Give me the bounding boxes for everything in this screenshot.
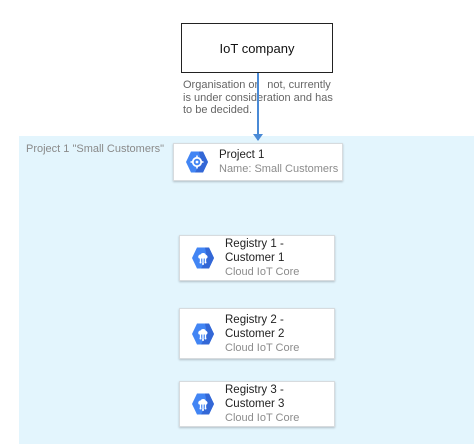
registry-1-title: Registry 1 - Customer 1: [225, 238, 285, 264]
gcp-project-icon: [186, 151, 208, 173]
note-line3: to be decided.: [183, 104, 253, 116]
cloud-iot-core-icon: [192, 323, 214, 344]
project-area-title: Project 1 "Small Customers": [26, 143, 165, 155]
project-card-subtitle: Name: Small Customers: [219, 163, 339, 175]
arrowhead-icon: [253, 134, 263, 141]
cloud-iot-core-icon: [192, 247, 214, 269]
registry-3-subtitle: Cloud IoT Core: [225, 412, 300, 424]
connector-line: [257, 73, 259, 140]
project-card[interactable]: Project 1 Name: Small Customers: [173, 143, 343, 181]
iot-company-box[interactable]: IoT company: [181, 23, 333, 73]
registry-2-title: Registry 2 - Customer 2: [225, 313, 285, 340]
registry-card-2[interactable]: Registry 2 - Customer 2 Cloud IoT Core: [179, 308, 335, 359]
iot-company-label: IoT company: [219, 40, 295, 56]
registry-3-title: Registry 3 - Customer 3: [225, 384, 285, 410]
note-line1-a: Organisation or: [183, 79, 259, 91]
registry-2-subtitle: Cloud IoT Core: [225, 341, 300, 354]
cloud-iot-core-icon: [192, 393, 214, 415]
note-line1-b: not, currently: [267, 79, 331, 91]
registry-card-1[interactable]: Registry 1 - Customer 1 Cloud IoT Core: [179, 235, 335, 281]
registry-1-subtitle: Cloud IoT Core: [225, 266, 300, 278]
project-card-title: Project 1: [219, 149, 265, 161]
registry-card-3[interactable]: Registry 3 - Customer 3 Cloud IoT Core: [179, 381, 335, 427]
